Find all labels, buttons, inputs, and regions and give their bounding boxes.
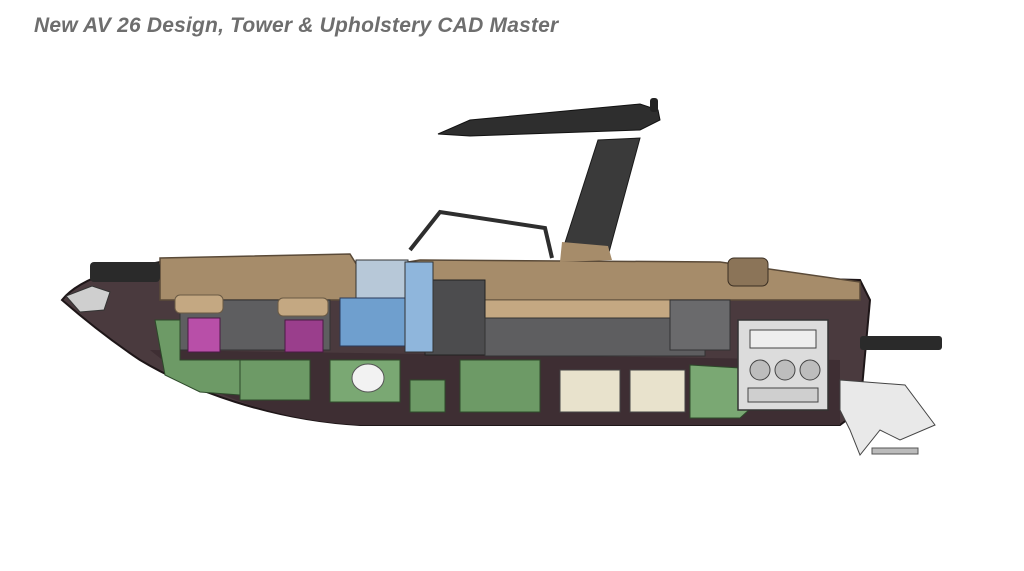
green-compartment-2 <box>239 359 311 401</box>
storage-bin-1 <box>187 317 221 353</box>
aft-headrest <box>727 257 769 287</box>
cabin-door <box>404 261 434 353</box>
slide-title: New AV 26 Design, Tower & Upholstery CAD… <box>34 14 559 37</box>
cabin-window <box>355 259 409 299</box>
storage-bin-2 <box>284 319 324 353</box>
bow-rail <box>65 285 111 313</box>
stern-seat-base <box>669 299 731 351</box>
bow-fitting <box>90 262 160 282</box>
engine-block <box>737 319 829 411</box>
tank-2 <box>629 369 686 413</box>
aft-bench-base <box>484 317 706 357</box>
tower-leg <box>561 137 641 257</box>
outdrive <box>839 379 936 456</box>
tower-base <box>560 242 612 262</box>
tower-light <box>650 98 658 112</box>
windshield <box>408 209 554 259</box>
helm-console <box>424 279 486 356</box>
fwd-cushion-2 <box>277 297 329 317</box>
propeller <box>871 447 919 455</box>
fwd-cushion-1 <box>174 294 224 314</box>
green-compartment-4 <box>409 379 446 413</box>
tower-top <box>437 103 661 137</box>
swim-platform <box>860 336 942 350</box>
toilet <box>351 363 385 393</box>
aft-deck-cushion <box>469 299 701 321</box>
cabin-blue <box>339 297 411 347</box>
green-compartment-5 <box>459 359 541 413</box>
tank-1 <box>559 369 621 413</box>
